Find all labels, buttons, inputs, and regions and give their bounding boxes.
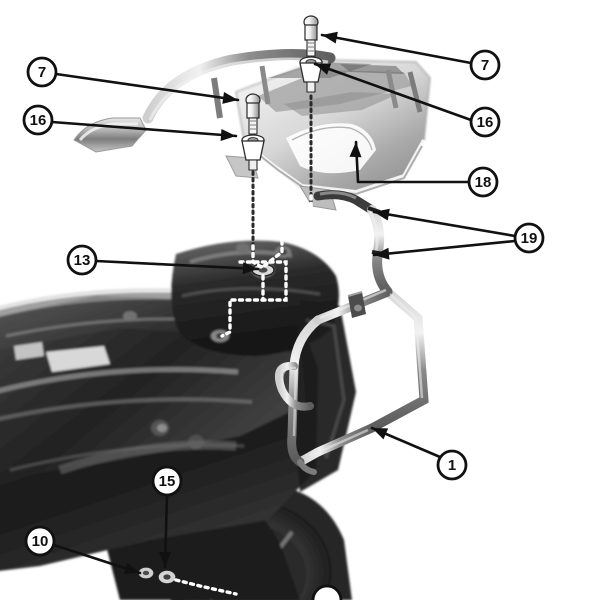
top-case-rack-plate <box>73 48 431 211</box>
callout-number: 13 <box>74 252 91 269</box>
callout-number: 7 <box>481 57 489 74</box>
lower-frame-tube <box>58 440 237 475</box>
callout-number: 7 <box>38 64 46 81</box>
leader-line <box>94 259 260 271</box>
callout-number: 19 <box>521 230 538 247</box>
callout-number: 16 <box>30 112 47 129</box>
callout-bubble[interactable] <box>469 106 501 138</box>
callout-15[interactable]: 15 <box>151 465 183 569</box>
callout-bubble[interactable] <box>513 222 545 254</box>
leader-line <box>52 543 142 575</box>
side-case-carrier <box>275 190 429 475</box>
callout-7-right[interactable]: 7 <box>320 31 501 81</box>
rack-grab-rail <box>142 48 336 124</box>
callout-bubble[interactable] <box>66 244 98 276</box>
callout-19[interactable]: 19 <box>372 208 545 254</box>
leader-arrowhead <box>315 63 332 75</box>
leader-arrowhead <box>242 262 258 275</box>
leader-line <box>54 72 240 102</box>
callout-bubble[interactable] <box>436 449 468 481</box>
leader-line <box>372 210 517 238</box>
leader-arrowhead <box>220 128 236 141</box>
leader-arrowhead <box>159 552 171 567</box>
leader-arrowhead <box>322 31 338 44</box>
callout-partial-bottom[interactable] <box>311 584 343 600</box>
leader-arrowhead <box>374 208 390 221</box>
leader-line <box>372 239 517 257</box>
callout-1[interactable]: 1 <box>370 426 468 481</box>
callout-number: 15 <box>159 473 176 490</box>
callout-bubble[interactable] <box>22 104 54 136</box>
callout-19b[interactable] <box>372 239 517 260</box>
leader-line <box>320 33 473 65</box>
leader-arrowhead <box>222 91 238 104</box>
leader-line <box>313 62 473 122</box>
leader-arrowhead <box>374 247 390 260</box>
carrier-upper-hook <box>313 190 377 215</box>
callout-number: 18 <box>475 174 492 191</box>
leader-line <box>50 120 238 138</box>
assembly-dotted-paths-light <box>174 194 313 596</box>
callout-bubble[interactable] <box>151 465 183 497</box>
rear-seat-cowl <box>171 240 339 356</box>
fastener-group-left <box>241 93 265 171</box>
callout-bubble[interactable] <box>26 56 58 88</box>
callout-bubble[interactable] <box>24 525 56 557</box>
callout-18[interactable]: 18 <box>349 140 499 198</box>
bolt-item-7-left <box>245 93 261 135</box>
callout-bubble[interactable] <box>469 49 501 81</box>
callout-16-left[interactable]: 16 <box>22 104 238 141</box>
panel-highlight <box>0 367 239 394</box>
fastener-group-lower <box>137 263 275 585</box>
leader-arrowhead <box>372 428 389 440</box>
callout-16-right[interactable]: 16 <box>313 62 501 138</box>
callout-bubble[interactable] <box>467 166 499 198</box>
leader-arrowhead <box>349 142 362 158</box>
callout-10[interactable]: 10 <box>24 525 142 575</box>
leader-arrowhead <box>123 562 140 575</box>
callout-number: 16 <box>477 114 494 131</box>
carrier-inner-brace <box>275 361 314 411</box>
spacer-item-16-left <box>241 134 265 171</box>
callout-number: 10 <box>32 533 49 550</box>
callout-layer: 7 16 7 16 18 19 13 1 15 10 <box>22 31 545 600</box>
callout-13[interactable]: 13 <box>66 244 260 276</box>
callout-7-left[interactable]: 7 <box>26 56 240 104</box>
sticker-patch <box>46 346 110 372</box>
callout-bubble[interactable] <box>311 584 343 600</box>
callout-number: 1 <box>448 457 456 474</box>
bolt-item-7-right <box>303 15 319 57</box>
